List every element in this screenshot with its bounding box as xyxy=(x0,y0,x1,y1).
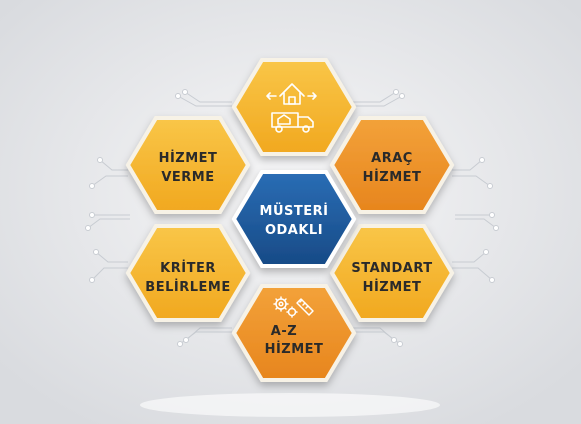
hexagon-right-lower xyxy=(329,224,455,322)
right-lower-label-line2: HİZMET xyxy=(363,279,422,295)
left-upper-label: HİZMET VERME xyxy=(159,150,218,185)
right-upper-label-line2: HİZMET xyxy=(363,169,422,185)
hexagon-left-upper xyxy=(125,116,251,214)
right-upper-label-line1: ARAÇ xyxy=(371,151,413,166)
bottom-label-line2: HİZMET xyxy=(265,341,324,357)
hexagon-left-lower xyxy=(125,224,251,322)
left-lower-label-line2: BELİRLEME xyxy=(145,279,230,295)
hexagon-right-upper xyxy=(329,116,455,214)
center-label-line2: ODAKLI xyxy=(265,223,323,238)
left-upper-label-line2: VERME xyxy=(161,170,214,185)
left-upper-label-line1: HİZMET xyxy=(159,150,218,166)
left-lower-label: KRİTER BELİRLEME xyxy=(145,260,230,295)
connector-dots xyxy=(85,89,499,347)
hexagon-bottom xyxy=(231,284,357,382)
bottom-label: A-Z HİZMET xyxy=(265,324,324,357)
hexagon-center xyxy=(231,170,357,268)
floor-glow xyxy=(140,393,440,417)
left-lower-label-line1: KRİTER xyxy=(160,260,216,276)
right-lower-label-line1: STANDART xyxy=(351,261,432,276)
center-label-line1: MÜSTERİ xyxy=(260,203,329,219)
bottom-label-line1: A-Z xyxy=(271,324,297,339)
gears-and-ruler-icon xyxy=(273,296,314,318)
house-and-moving-truck-icon xyxy=(266,83,317,133)
hexagon-top xyxy=(231,58,357,156)
right-upper-label: ARAÇ HİZMET xyxy=(363,151,422,185)
right-lower-label: STANDART HİZMET xyxy=(351,261,432,295)
center-label: MÜSTERİ ODAKLI xyxy=(260,203,329,238)
